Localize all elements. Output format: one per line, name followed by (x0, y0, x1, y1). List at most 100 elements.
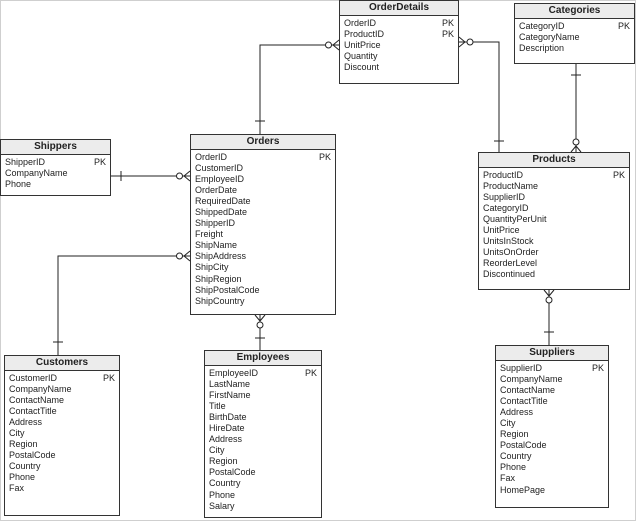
attribute: ContactTitle (9, 406, 57, 417)
zero-circle (176, 252, 183, 260)
entity-suppliers[interactable]: Suppliers SupplierID CompanyName Contact… (495, 345, 609, 508)
entity-categories[interactable]: Categories CategoryID CategoryName Descr… (514, 3, 635, 64)
connector-line (459, 41, 500, 152)
attribute: Description (519, 43, 565, 54)
attribute: Address (209, 434, 243, 445)
pk-label: PK (304, 368, 317, 378)
crow-foot (332, 44, 340, 51)
attribute: Country (500, 451, 532, 462)
attribute: Phone (500, 462, 527, 473)
crow-foot (183, 250, 191, 257)
entity-title: Orders (191, 135, 335, 150)
attribute: Salary (209, 500, 235, 511)
attribute: Region (9, 439, 38, 450)
attribute: SupplierID (500, 363, 543, 373)
attribute: ShipPostalCode (195, 284, 260, 295)
rel-products-orderdetails (458, 36, 504, 152)
entity-products[interactable]: Products ProductID ProductName SupplierI… (478, 152, 630, 290)
entity-title: Categories (515, 4, 634, 19)
pk-label: PK (441, 29, 454, 40)
attribute: EmployeeID (195, 174, 245, 185)
attribute: CompanyName (500, 374, 563, 385)
attribute: Phone (209, 489, 236, 500)
attribute: CategoryID (519, 21, 565, 31)
rel-suppliers-products (543, 289, 555, 345)
attribute: City (9, 428, 25, 439)
pk-label: PK (102, 373, 115, 383)
attribute: ContactName (500, 385, 556, 396)
attribute: Country (209, 478, 241, 489)
rel-orders-orderdetails (255, 39, 340, 134)
zero-circle (572, 138, 580, 146)
rel-employees-orders (254, 314, 266, 350)
entity-employees[interactable]: Employees EmployeeID LastName FirstName … (204, 350, 322, 518)
attribute: OrderID (195, 152, 228, 162)
attribute: UnitsInStock (483, 236, 534, 247)
attribute: Discount (344, 62, 380, 73)
attribute: SupplierID (483, 192, 526, 203)
crow-foot (183, 255, 191, 262)
zero-circle (545, 296, 553, 304)
crow-foot (254, 314, 261, 322)
entity-title: Shippers (1, 140, 110, 155)
attribute: ContactName (9, 395, 65, 406)
crow-foot (543, 289, 550, 297)
attribute: EmployeeID (209, 368, 259, 378)
attribute: CustomerID (195, 163, 244, 174)
entity-orders[interactable]: Orders OrderID CustomerID EmployeeID Ord… (190, 134, 336, 315)
attribute: ShipCity (195, 262, 229, 273)
attribute: ShipAddress (195, 251, 247, 262)
attribute: BirthDate (209, 412, 247, 423)
entity-orderdetails[interactable]: OrderDetails OrderID ProductID UnitPrice… (339, 0, 459, 84)
attribute: Discontinued (483, 269, 536, 280)
attribute: PostalCode (209, 467, 256, 478)
attribute: ProductID (483, 170, 524, 180)
attribute: Quantity (344, 51, 378, 62)
attribute: Phone (5, 179, 32, 190)
attribute: CompanyName (9, 384, 72, 395)
rel-categories-products (570, 64, 582, 153)
attribute: UnitPrice (344, 40, 381, 51)
crow-foot (259, 314, 266, 322)
attribute: PostalCode (500, 440, 547, 451)
pk-label: PK (617, 21, 630, 31)
connector-line (259, 44, 339, 134)
zero-circle (256, 321, 264, 329)
entity-shippers[interactable]: Shippers ShipperID CompanyName Phone PK (0, 139, 111, 196)
attribute: Country (9, 461, 41, 472)
crow-foot (332, 39, 340, 46)
zero-circle (176, 172, 183, 180)
rel-customers-orders (53, 250, 191, 355)
attribute: ReorderLevel (483, 258, 538, 269)
attribute: LastName (209, 379, 251, 390)
pk-label: PK (591, 363, 604, 373)
crow-foot (548, 289, 555, 297)
attribute: Fax (9, 483, 25, 494)
attribute: OrderDate (195, 185, 238, 196)
pk-label: PK (441, 18, 454, 28)
attribute: Address (500, 407, 534, 418)
connector-line (57, 255, 190, 355)
pk-label: PK (612, 170, 625, 180)
crow-foot (183, 170, 191, 177)
attribute: PostalCode (9, 450, 56, 461)
attribute: ShippedDate (195, 207, 248, 218)
attribute: CategoryName (519, 32, 580, 43)
entity-title: Customers (5, 356, 119, 371)
entity-title: Suppliers (496, 346, 608, 361)
crow-foot (458, 36, 466, 43)
attribute: ShipCountry (195, 295, 245, 306)
attribute: HomePage (500, 484, 546, 495)
entity-customers[interactable]: Customers CustomerID CompanyName Contact… (4, 355, 120, 516)
attribute: RequiredDate (195, 196, 251, 207)
pk-label: PK (318, 152, 331, 162)
crow-foot (458, 41, 466, 48)
attribute: CategoryID (483, 203, 529, 214)
pk-label: PK (93, 157, 106, 167)
attribute: Region (209, 456, 238, 467)
zero-circle (466, 38, 474, 46)
attribute: ShipperID (195, 218, 236, 229)
attribute: CompanyName (5, 168, 68, 179)
